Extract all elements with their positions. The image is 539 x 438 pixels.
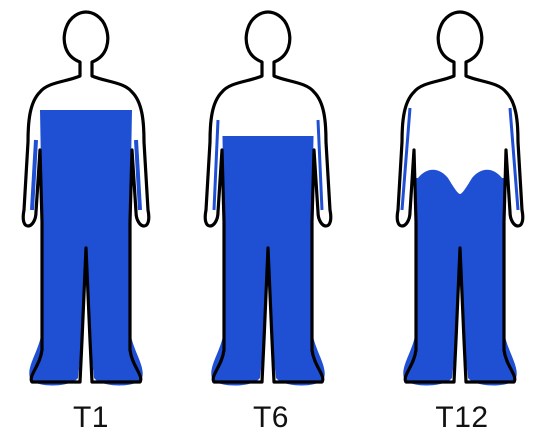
figure-label-t6: T6 (211, 401, 331, 435)
body-figure-t12 (397, 12, 523, 386)
figure-label-t12: T12 (402, 401, 522, 435)
body-figure-t6 (205, 12, 331, 386)
body-figure-t1 (23, 12, 149, 386)
figure-label-t1: T1 (31, 401, 151, 435)
